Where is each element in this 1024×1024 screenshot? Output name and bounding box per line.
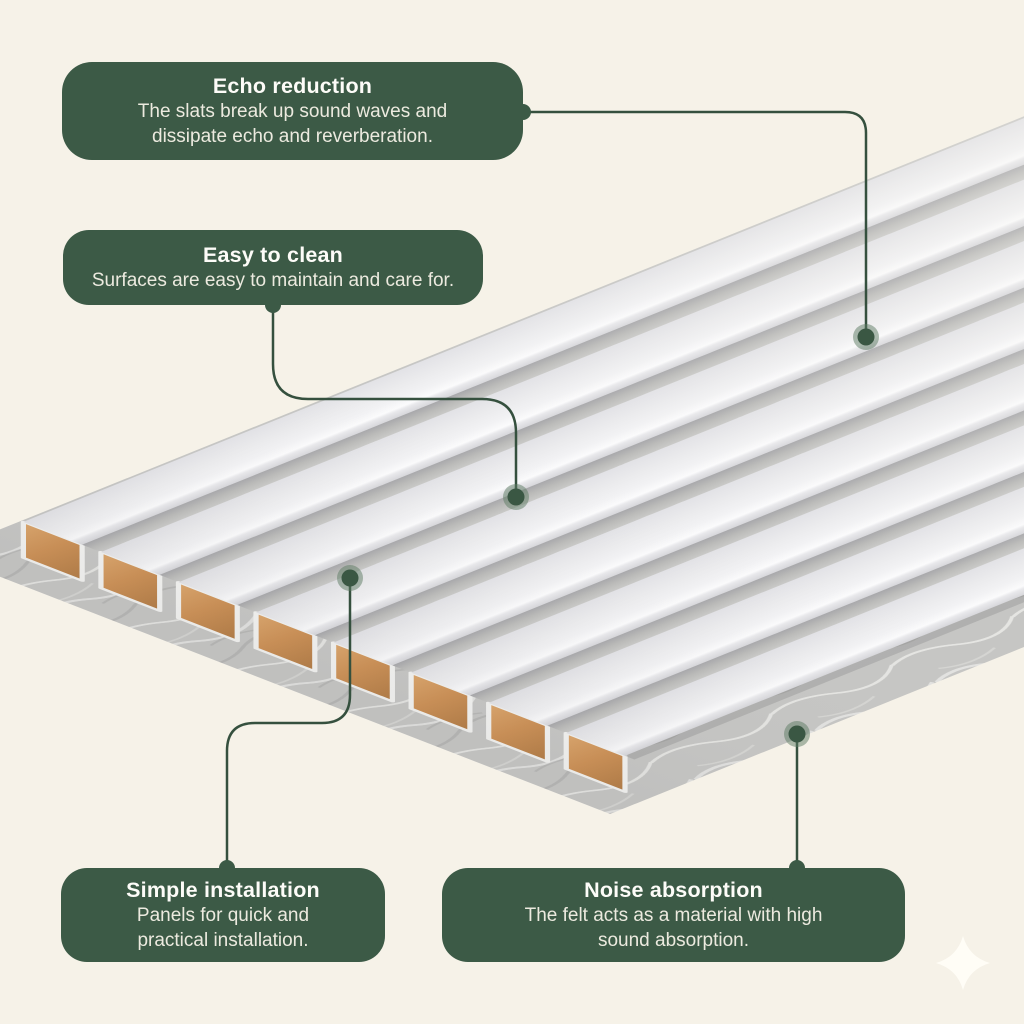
callout-title: Easy to clean (202, 242, 344, 267)
callout-title: Echo reduction (212, 73, 373, 98)
connector-line-simple-installation (225, 578, 352, 868)
connector-line-easy-to-clean (271, 305, 518, 497)
callout-body: The felt acts as a material with high so… (524, 904, 823, 952)
sparkle-icon (936, 936, 990, 990)
connector-dot-echo-reduction (857, 328, 875, 346)
callout-title: Simple installation (126, 877, 320, 902)
callout-body: Surfaces are easy to maintain and care f… (91, 269, 455, 291)
callout-title: Noise absorption (584, 877, 763, 902)
panel-top-surface (0, 0, 1024, 814)
callout-body: Panels for quick and practical installat… (136, 904, 310, 952)
connector-line-echo-reduction (523, 110, 868, 337)
connector-dot-simple-installation (341, 569, 359, 587)
callout-easy-to-clean: Easy to clean Surfaces are easy to maint… (63, 230, 483, 305)
callout-body: The slats break up sound waves and dissi… (137, 100, 448, 148)
panel-haze (0, 0, 1024, 814)
callout-noise-absorption: Noise absorption The felt acts as a mate… (442, 868, 905, 962)
callout-simple-installation: Simple installation Panels for quick and… (61, 868, 385, 962)
connector-dot-noise-absorption (788, 725, 806, 743)
connector-dot-easy-to-clean (507, 488, 525, 506)
callout-echo-reduction: Echo reduction The slats break up sound … (62, 62, 523, 160)
